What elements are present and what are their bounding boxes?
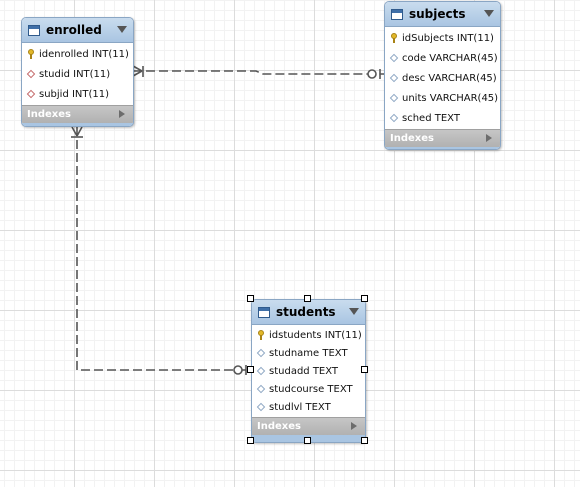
indexes-section[interactable]: Indexes	[22, 105, 133, 123]
resize-handle-bottom-right[interactable]	[361, 437, 368, 444]
resize-handle-right[interactable]	[361, 366, 368, 373]
column-label: desc VARCHAR(45)	[402, 72, 497, 84]
resize-handle-top-left[interactable]	[247, 295, 254, 302]
table-enrolled[interactable]: enrolled idenrolled INT(11) studid INT(1…	[21, 17, 134, 127]
column-row[interactable]: desc VARCHAR(45)	[385, 68, 500, 88]
column-label: code VARCHAR(45)	[402, 52, 498, 64]
column-row[interactable]: studid INT(11)	[22, 64, 133, 84]
column-diamond-icon	[256, 402, 266, 412]
expand-arrow-icon[interactable]	[486, 134, 492, 142]
table-title: enrolled	[46, 23, 102, 37]
column-label: studadd TEXT	[269, 365, 339, 377]
primary-key-icon	[27, 49, 35, 59]
column-label: idSubjects INT(11)	[402, 32, 494, 44]
table-title: students	[276, 305, 336, 319]
column-row[interactable]: code VARCHAR(45)	[385, 48, 500, 68]
column-label: idstudents INT(11)	[269, 329, 362, 341]
indexes-section[interactable]: Indexes	[385, 129, 500, 147]
column-label: studlvl TEXT	[269, 401, 331, 413]
table-header[interactable]: enrolled	[22, 18, 133, 43]
resize-handle-top[interactable]	[304, 295, 311, 302]
table-bottom-strip	[22, 123, 133, 126]
column-row[interactable]: idenrolled INT(11)	[22, 44, 133, 64]
column-diamond-icon	[256, 366, 266, 376]
column-row[interactable]: units VARCHAR(45)	[385, 88, 500, 108]
primary-key-icon	[257, 330, 265, 340]
column-row[interactable]: studcourse TEXT	[252, 380, 365, 398]
resize-handle-bottom[interactable]	[304, 437, 311, 444]
table-icon	[391, 8, 403, 20]
foreign-key-diamond-icon	[26, 69, 36, 79]
table-icon	[28, 24, 40, 36]
indexes-label: Indexes	[390, 133, 434, 144]
column-label: units VARCHAR(45)	[402, 92, 499, 104]
table-bottom-strip	[385, 147, 500, 149]
foreign-key-diamond-icon	[26, 89, 36, 99]
column-label: studcourse TEXT	[269, 383, 353, 395]
column-diamond-icon	[256, 348, 266, 358]
resize-handle-left[interactable]	[247, 366, 254, 373]
relationship-enrolled-subjects[interactable]	[132, 65, 384, 79]
indexes-label: Indexes	[27, 109, 71, 120]
table-header[interactable]: students	[252, 300, 365, 325]
table-students[interactable]: students idstudents INT(11) studname TEX…	[251, 299, 366, 443]
column-diamond-icon	[389, 113, 399, 123]
column-label: idenrolled INT(11)	[39, 48, 129, 60]
column-row[interactable]: idSubjects INT(11)	[385, 28, 500, 48]
table-header[interactable]: subjects	[385, 2, 500, 27]
column-label: studid INT(11)	[39, 68, 111, 80]
resize-handle-top-right[interactable]	[361, 295, 368, 302]
table-subjects[interactable]: subjects idSubjects INT(11) code VARCHAR…	[384, 1, 501, 150]
expand-arrow-icon[interactable]	[351, 422, 357, 430]
indexes-label: Indexes	[257, 421, 301, 432]
column-row[interactable]: sched TEXT	[385, 108, 500, 128]
column-row[interactable]: subjid INT(11)	[22, 84, 133, 104]
expand-arrow-icon[interactable]	[119, 110, 125, 118]
table-title: subjects	[409, 7, 466, 21]
column-label: studname TEXT	[269, 347, 348, 359]
column-row[interactable]: idstudents INT(11)	[252, 326, 365, 344]
column-diamond-icon	[256, 384, 266, 394]
table-icon	[258, 306, 270, 318]
collapse-arrow-icon[interactable]	[484, 10, 494, 17]
collapse-arrow-icon[interactable]	[349, 308, 359, 315]
column-diamond-icon	[389, 53, 399, 63]
column-label: sched TEXT	[402, 112, 460, 124]
resize-handle-bottom-left[interactable]	[247, 437, 254, 444]
column-row[interactable]: studlvl TEXT	[252, 398, 365, 416]
column-row[interactable]: studname TEXT	[252, 344, 365, 362]
collapse-arrow-icon[interactable]	[117, 26, 127, 33]
indexes-section[interactable]: Indexes	[252, 417, 365, 435]
column-label: subjid INT(11)	[39, 88, 110, 100]
primary-key-icon	[390, 33, 398, 43]
column-diamond-icon	[389, 73, 399, 83]
column-diamond-icon	[389, 93, 399, 103]
column-row[interactable]: studadd TEXT	[252, 362, 365, 380]
relationship-enrolled-students[interactable]	[71, 126, 250, 375]
